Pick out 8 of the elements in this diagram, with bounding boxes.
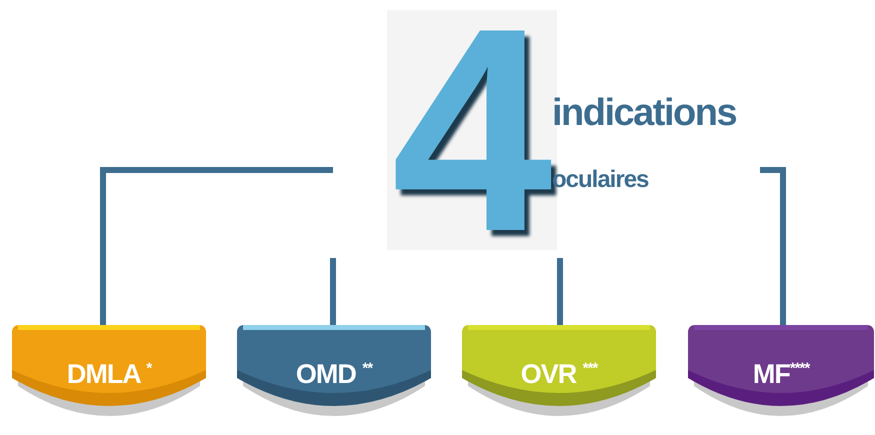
tab-label: OVR $^{***}$ (520, 359, 599, 390)
tab-label: OMD $^{**}$ (294, 359, 374, 390)
connector-line (557, 258, 563, 325)
connector-line (760, 167, 786, 325)
connector-line (100, 167, 333, 325)
tab-label: MF$^{****}$ (752, 359, 811, 390)
tab-label: DMLA $^{*}$ (66, 359, 153, 390)
connector-line (330, 258, 336, 325)
